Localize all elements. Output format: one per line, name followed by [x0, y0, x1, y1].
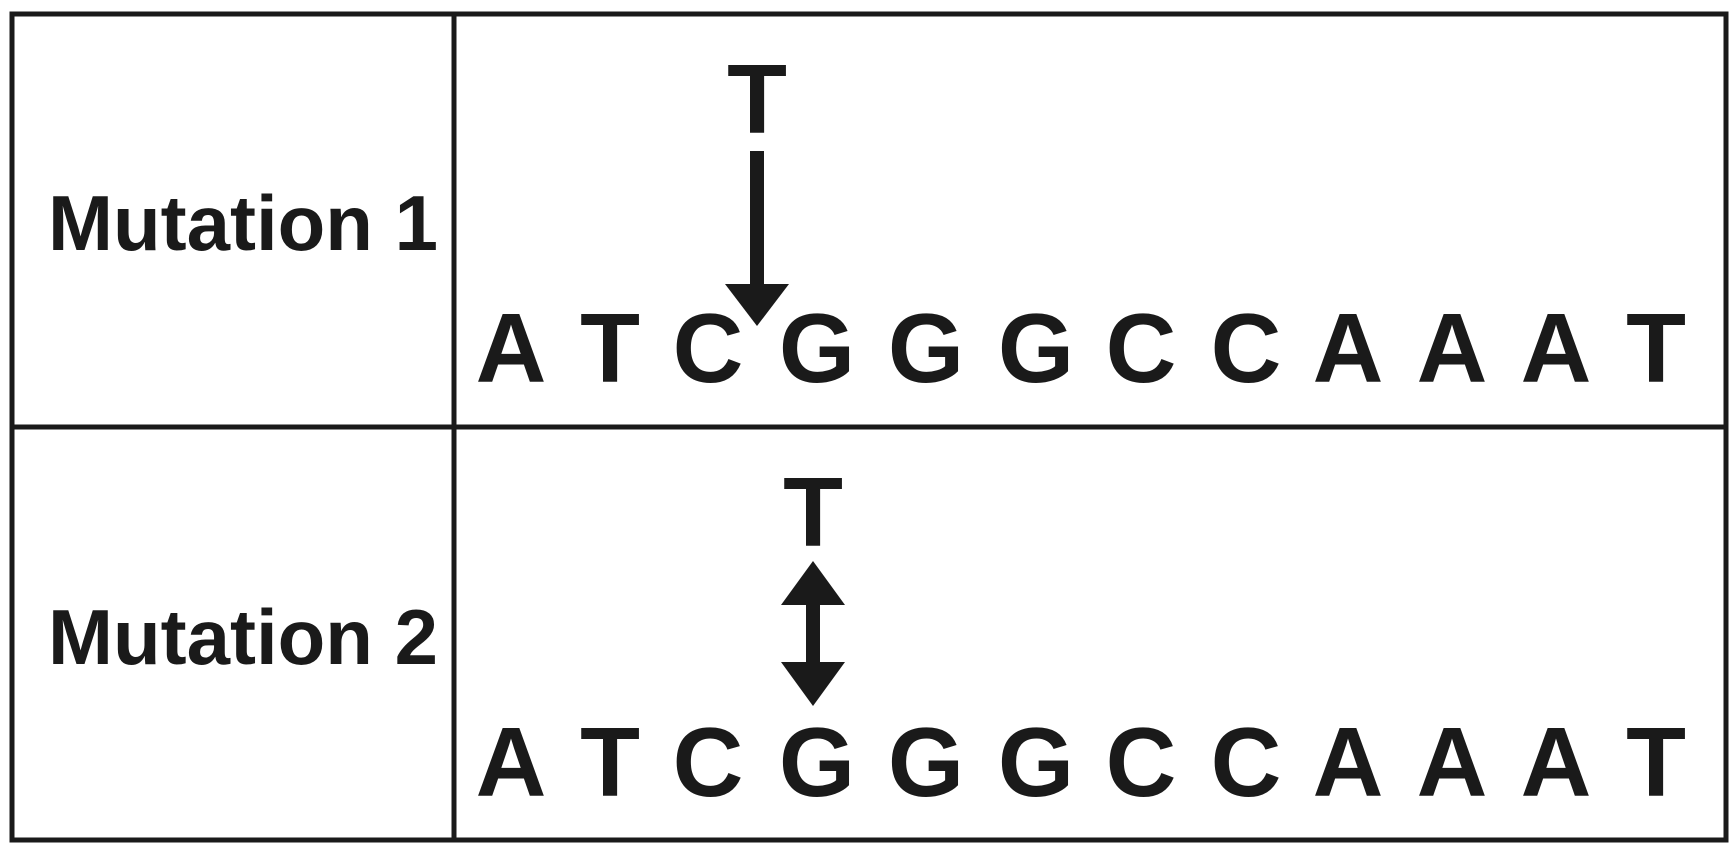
base: G — [779, 707, 855, 817]
row-label-mutation-1: Mutation 1 — [48, 179, 438, 267]
sequence-row-2: A T C G G G C C A A A T — [476, 707, 1686, 817]
base: T — [580, 293, 640, 403]
mutant-base-2: T — [783, 457, 843, 567]
arrow-down-icon — [725, 151, 789, 326]
mutation-row-1: Mutation 1 T A T C G G G C C A A A T — [48, 44, 1686, 403]
base: C — [1211, 293, 1282, 403]
base: A — [476, 293, 547, 403]
base: A — [1417, 293, 1488, 403]
base: C — [1106, 293, 1177, 403]
base: C — [673, 293, 744, 403]
double-arrow-icon — [781, 561, 845, 706]
base: A — [476, 707, 547, 817]
arrow-head-down — [781, 662, 845, 706]
base: T — [1626, 707, 1686, 817]
base: C — [673, 707, 744, 817]
base: A — [1417, 707, 1488, 817]
base: A — [1521, 293, 1592, 403]
mutation-row-2: Mutation 2 T A T C G G G C C A A A T — [48, 457, 1686, 817]
mutant-base-1: T — [727, 44, 787, 154]
table-grid — [9, 11, 1729, 843]
row-label-mutation-2: Mutation 2 — [48, 593, 438, 681]
base: G — [888, 707, 964, 817]
sequence-row-1: A T C G G G C C A A A T — [476, 293, 1686, 403]
base: A — [1313, 707, 1384, 817]
arrow-head-down — [725, 284, 789, 326]
base: C — [1211, 707, 1282, 817]
base: G — [998, 707, 1074, 817]
base: A — [1521, 707, 1592, 817]
base: G — [998, 293, 1074, 403]
base: T — [1626, 293, 1686, 403]
base: C — [1106, 707, 1177, 817]
base: T — [580, 707, 640, 817]
base: G — [779, 293, 855, 403]
base: A — [1313, 293, 1384, 403]
arrow-head-up — [781, 561, 845, 605]
base: G — [888, 293, 964, 403]
